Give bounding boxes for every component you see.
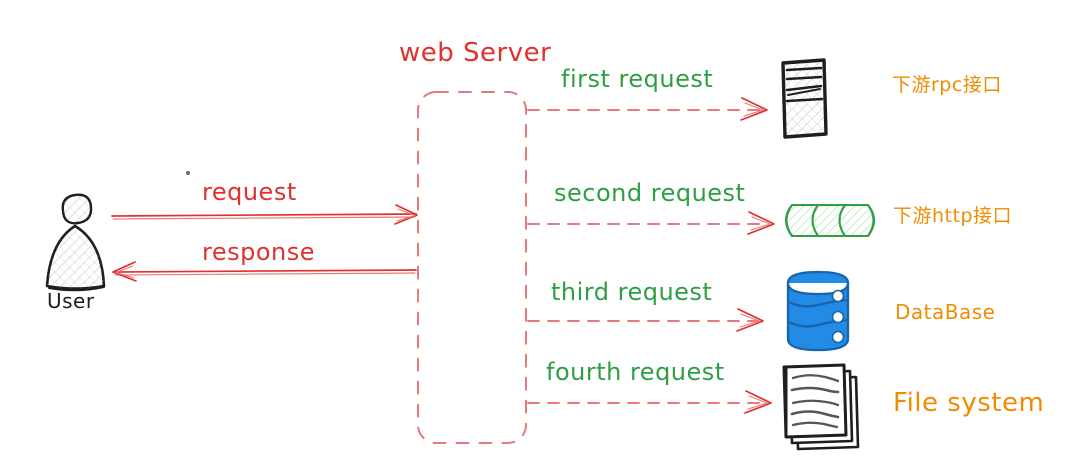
flow-label-third: third request xyxy=(551,278,713,306)
user-label: User xyxy=(47,289,95,313)
user-avatar-icon xyxy=(45,171,190,292)
response-arrow xyxy=(112,261,417,282)
flow-arrow-fourth xyxy=(527,390,772,414)
page-title: web Server xyxy=(399,38,552,68)
target-label-database: DataBase xyxy=(895,300,996,324)
flow-label-second: second request xyxy=(554,179,746,207)
request-arrow xyxy=(111,204,418,225)
flow-arrow-third xyxy=(527,308,764,332)
database-cylinder-icon xyxy=(786,270,850,352)
server-rack-icon xyxy=(781,58,828,139)
pipe-cylinder-icon xyxy=(784,203,876,238)
target-label-rpc: 下游rpc接口 xyxy=(892,74,1002,96)
flow-arrow-first xyxy=(527,97,768,121)
request-label: request xyxy=(202,178,297,206)
web-server-box[interactable] xyxy=(417,91,527,444)
target-label-http: 下游http接口 xyxy=(893,205,1013,227)
document-stack-icon xyxy=(782,363,860,451)
flow-label-fourth: fourth request xyxy=(546,358,725,386)
target-label-filesystem: File system xyxy=(893,388,1045,418)
flow-arrow-second xyxy=(527,211,775,235)
response-label: response xyxy=(202,238,316,266)
flow-label-first: first request xyxy=(561,65,714,93)
